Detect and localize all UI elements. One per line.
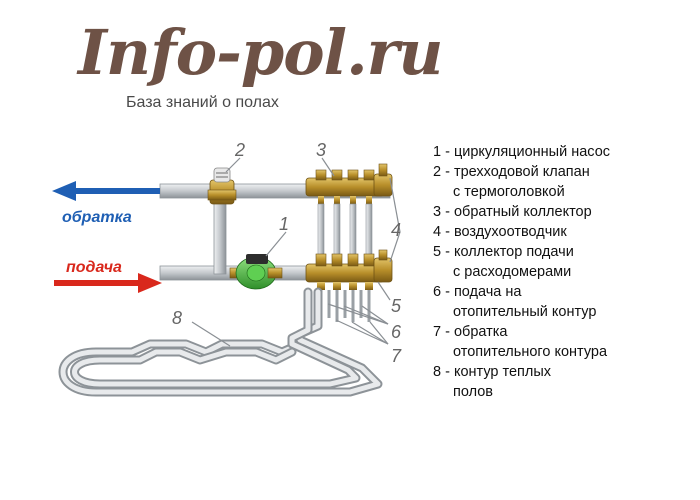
legend-item-continuation: полов [453, 384, 493, 400]
legend-item-5: 5 - коллектор подачи с расходомерами [433, 242, 693, 282]
legend-item-text: 7 - обратка [433, 324, 508, 340]
floor-heating-loop [58, 287, 383, 397]
legend-item-4: 4 - воздухоотводчик [433, 222, 693, 242]
callout-3: 3 [316, 140, 326, 160]
legend-item-text: 2 - трехходовой клапан [433, 164, 590, 180]
supply-arrow [54, 273, 162, 293]
callout-8: 8 [172, 308, 182, 328]
legend-item-3: 3 - обратный коллектор [433, 202, 693, 222]
return-label: обратка [62, 209, 132, 226]
callout-1: 1 [279, 214, 289, 234]
legend-item-text: 6 - подача на [433, 284, 522, 300]
callout-2: 2 [234, 140, 245, 160]
air-vent-top [373, 163, 393, 197]
callout-4: 4 [391, 220, 401, 240]
legend-item-continuation: отопительный контур [453, 304, 597, 320]
callout-6: 6 [391, 322, 402, 342]
legend-item-7: 7 - обратка отопительного контура [433, 322, 693, 362]
legend-item-text: 8 - контур теплых [433, 364, 552, 380]
callout-7: 7 [391, 346, 402, 366]
legend-item-continuation: с термоголовкой [453, 184, 565, 200]
return-manifold [305, 169, 385, 204]
logo: Info-pol.ru База знаний о полах [70, 8, 443, 118]
legend-item-8: 8 - контур теплых полов [433, 362, 693, 402]
legend-item-text: 5 - коллектор подачи [433, 244, 574, 260]
legend-item-continuation: с расходомерами [453, 264, 572, 280]
logo-text: Info-pol.ru [78, 16, 443, 89]
legend-item-2: 2 - трехходовой клапан с термоголовкой [433, 162, 693, 202]
three-way-valve [207, 167, 237, 205]
air-vent-bottom [373, 249, 393, 283]
logo-subtitle: База знаний о полах [126, 94, 279, 111]
supply-manifold [305, 253, 385, 290]
callout-5: 5 [391, 296, 402, 316]
callout-leaders [191, 157, 401, 347]
legend-item-6: 6 - подача на отопительный контур [433, 282, 693, 322]
legend-item-1: 1 - циркуляционный насос [433, 142, 693, 162]
legend-item-text: 4 - воздухоотводчик [433, 224, 567, 240]
legend-item-text: 1 - циркуляционный насос [433, 144, 611, 160]
legend: 1 - циркуляционный насос 2 - трехходовой… [433, 142, 693, 402]
supply-label: подача [66, 259, 122, 276]
legend-item-text: 3 - обратный коллектор [433, 204, 592, 220]
circulation-pump [229, 254, 283, 290]
legend-item-continuation: отопительного контура [453, 344, 608, 360]
return-arrow [52, 181, 160, 201]
